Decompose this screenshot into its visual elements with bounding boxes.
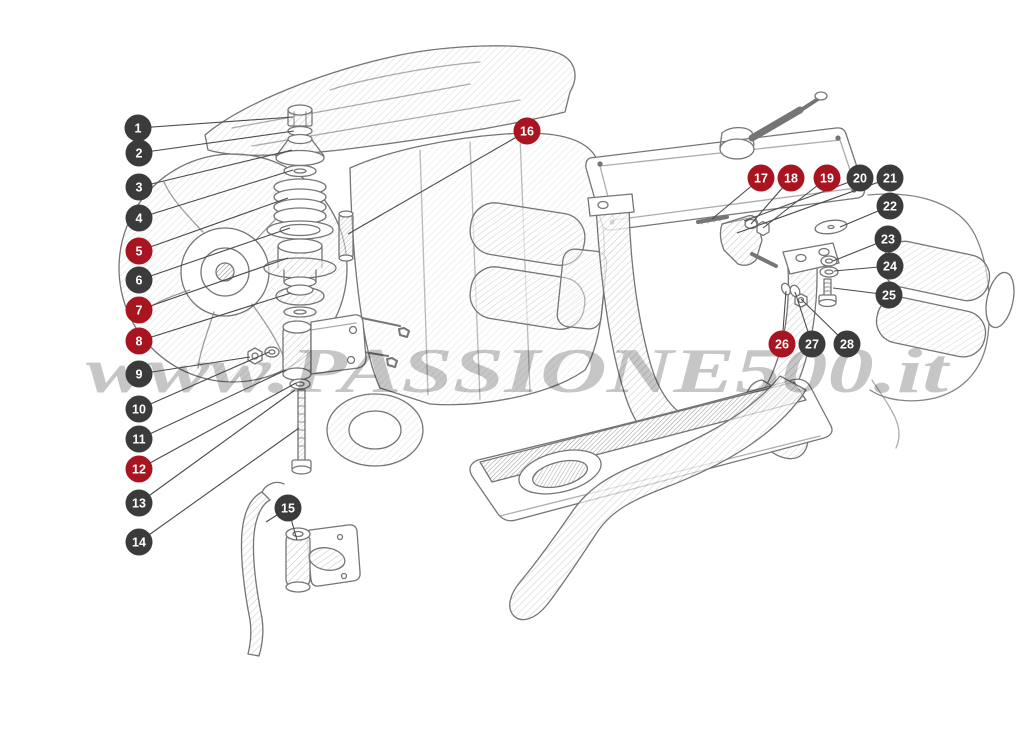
callout-27[interactable]: 27 [798,330,826,358]
callout-22[interactable]: 22 [876,192,904,220]
engine-block [326,132,608,467]
leader-line-12 [138,382,297,470]
mount-stack-parts [263,104,354,318]
leader-line-14 [138,427,300,543]
callout-15[interactable]: 15 [274,494,302,522]
callout-13[interactable]: 13 [125,489,153,517]
leader-line-6 [138,227,291,281]
leader-line-2 [138,130,295,154]
callout-12[interactable]: 12 [125,455,153,483]
callout-17[interactable]: 17 [747,164,775,192]
callout-6[interactable]: 6 [125,266,153,294]
leader-line-5 [138,197,289,252]
leader-line-3 [138,149,293,188]
callout-2[interactable]: 2 [125,139,153,167]
hose-clamp-bracket [240,481,361,657]
callout-7[interactable]: 7 [125,296,153,324]
callout-25[interactable]: 25 [875,281,903,309]
callout-14[interactable]: 14 [125,528,153,556]
leader-line-20 [743,177,861,222]
callout-23[interactable]: 23 [874,225,902,253]
exhaust-pipe [509,375,807,621]
callout-21[interactable]: 21 [876,164,904,192]
callout-8[interactable]: 8 [125,327,153,355]
callout-26[interactable]: 26 [768,330,796,358]
leader-line-16 [347,130,528,235]
callout-19[interactable]: 19 [813,164,841,192]
callout-20[interactable]: 20 [846,164,874,192]
callout-24[interactable]: 24 [876,252,904,280]
callout-18[interactable]: 18 [777,164,805,192]
leader-line-1 [137,116,294,129]
callout-5[interactable]: 5 [125,237,153,265]
leader-line-9 [138,356,251,375]
callout-28[interactable]: 28 [833,330,861,358]
leader-line-8 [138,292,292,342]
front-mount-bracket [247,314,367,475]
leader-line-13 [138,389,296,504]
leader-line-10 [138,351,270,410]
leader-line-11 [138,369,287,440]
callout-1[interactable]: 1 [124,114,152,142]
leader-line-4 [138,169,294,219]
callout-10[interactable]: 10 [125,395,153,423]
callout-11[interactable]: 11 [125,425,153,453]
callout-9[interactable]: 9 [125,360,153,388]
leader-line-7 [138,257,289,311]
callout-4[interactable]: 4 [125,204,153,232]
rear-mount-parts [696,214,848,308]
callout-16[interactable]: 16 [513,117,541,145]
callout-3[interactable]: 3 [125,173,153,201]
